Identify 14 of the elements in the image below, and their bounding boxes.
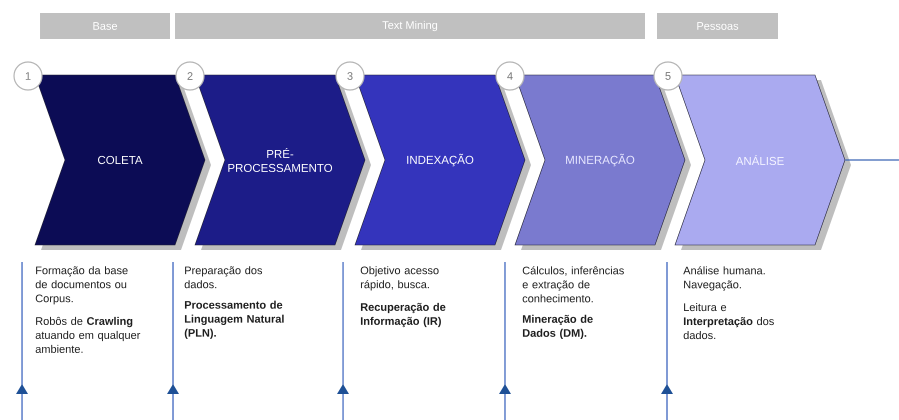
step-description: Mineração de Dados (DM). [522, 314, 593, 340]
step-description: Robôs de Crawling atuando em qualquer ambiente. [36, 316, 140, 353]
step-description: Cálculos, inferências e extração de conhecimento. [522, 266, 624, 302]
step-description: Análise humana. Navegação. [683, 266, 765, 291]
step-description: Leitura e Interpretação dos dados. [684, 303, 774, 340]
header-bar: Pessoas [657, 13, 778, 39]
header-bar: Base [40, 13, 170, 39]
step-description: Preparação dos dados. [184, 266, 262, 288]
header-bar: Text Mining [175, 13, 645, 39]
step-description: Recuperação de Informação (IR) [360, 302, 446, 328]
step-description: Formação da base de documentos ou Corpus. [36, 266, 128, 304]
step-description: Processamento de Linguagem Natural (PLN). [184, 300, 284, 339]
step-description: Objetivo acesso rápido, busca. [360, 266, 439, 290]
chevron-step: ANÁLISE [674, 74, 851, 250]
